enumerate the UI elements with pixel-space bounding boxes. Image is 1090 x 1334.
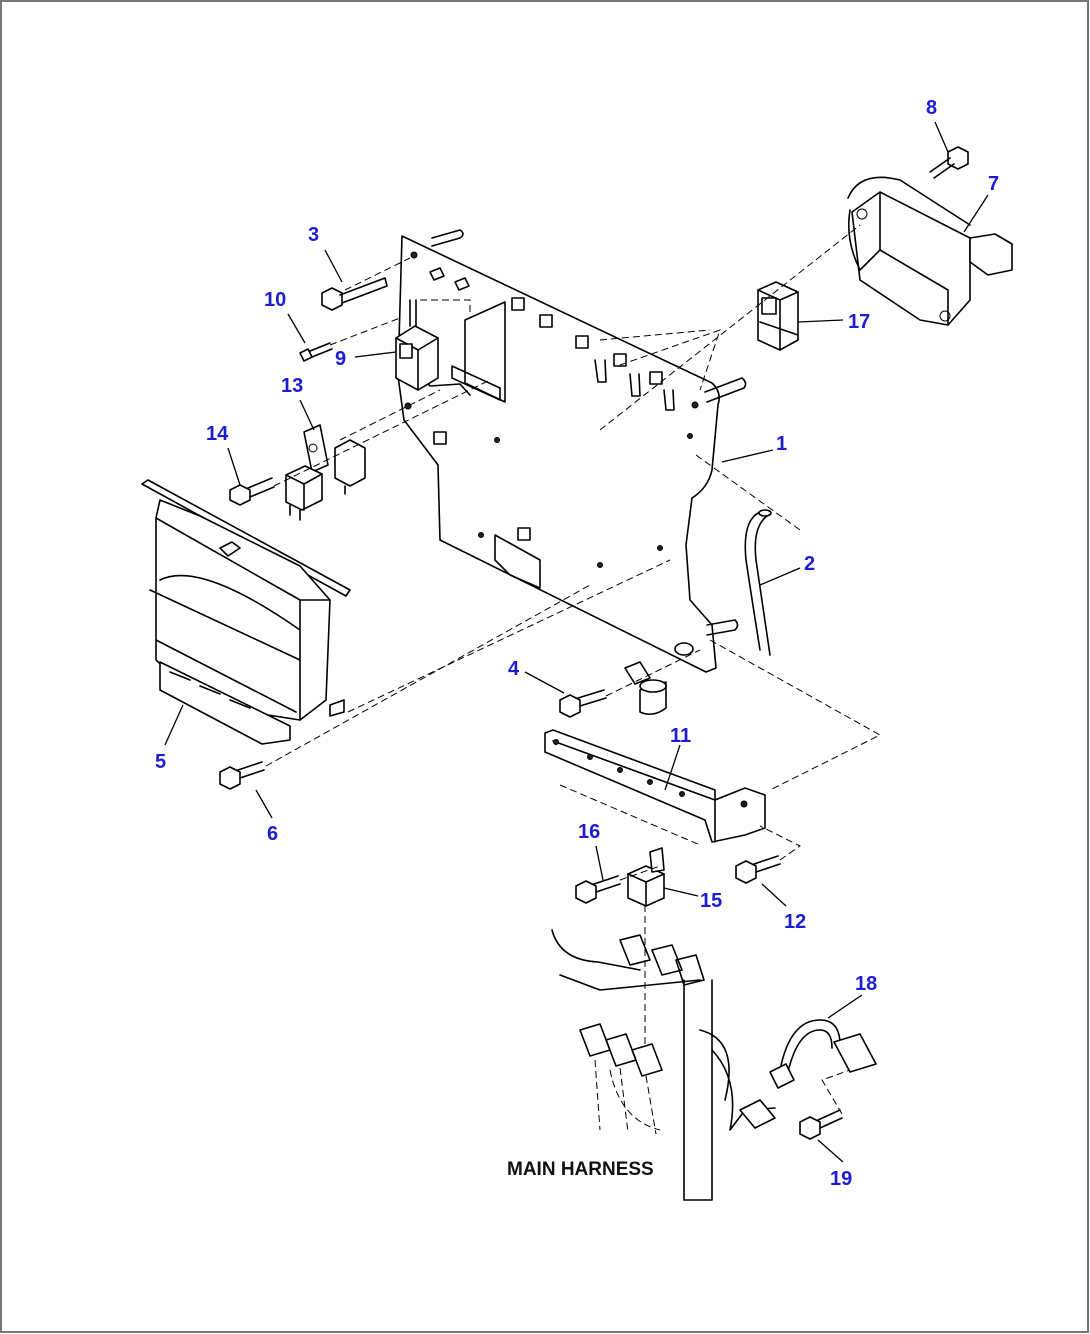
bolt-16 bbox=[575, 875, 621, 904]
screw-10 bbox=[299, 342, 333, 362]
assembly-lines bbox=[265, 224, 882, 1115]
callout-18: 18 bbox=[855, 973, 877, 995]
callout-17: 17 bbox=[848, 311, 870, 333]
callout-11: 11 bbox=[670, 725, 691, 747]
mounting-plate bbox=[397, 229, 747, 673]
callout-15: 15 bbox=[700, 890, 722, 912]
callout-5: 5 bbox=[155, 751, 166, 773]
bracket-11 bbox=[544, 729, 766, 843]
main-harness-caption: MAIN HARNESS bbox=[507, 1159, 654, 1180]
relay-15 bbox=[627, 847, 665, 907]
callout-9: 9 bbox=[335, 348, 346, 370]
callout-13: 13 bbox=[281, 375, 303, 397]
callout-10: 10 bbox=[264, 289, 286, 311]
callout-16: 16 bbox=[578, 821, 600, 843]
bolt-14 bbox=[229, 477, 275, 506]
callout-14: 14 bbox=[206, 423, 229, 445]
relay-17 bbox=[757, 281, 799, 351]
callout-1: 1 bbox=[776, 433, 787, 455]
callout-7: 7 bbox=[988, 173, 999, 195]
callout-12: 12 bbox=[784, 911, 806, 933]
relay-bracket-13 bbox=[285, 424, 366, 521]
callout-2: 2 bbox=[804, 553, 815, 575]
bolt-3 bbox=[321, 277, 388, 311]
callout-4: 4 bbox=[508, 658, 520, 680]
bolt-12 bbox=[735, 855, 781, 884]
callout-19: 19 bbox=[830, 1168, 852, 1190]
harness-hose bbox=[744, 511, 761, 651]
relay-9 bbox=[395, 299, 439, 391]
callouts: 1 2 3 4 5 6 7 8 9 10 11 12 13 14 15 16 1… bbox=[155, 97, 999, 1190]
bolt-6 bbox=[219, 761, 265, 790]
callout-6: 6 bbox=[267, 823, 278, 845]
bolt-8 bbox=[929, 146, 969, 179]
leader-lines bbox=[164, 121, 989, 1163]
main-harness bbox=[551, 929, 776, 1201]
controller-5 bbox=[141, 479, 351, 745]
harness-18 bbox=[769, 1019, 877, 1089]
callout-8: 8 bbox=[926, 97, 937, 119]
module-7 bbox=[847, 176, 1013, 326]
bolt-4 bbox=[559, 661, 667, 718]
callout-3: 3 bbox=[308, 224, 319, 246]
bolt-19 bbox=[799, 1109, 843, 1140]
